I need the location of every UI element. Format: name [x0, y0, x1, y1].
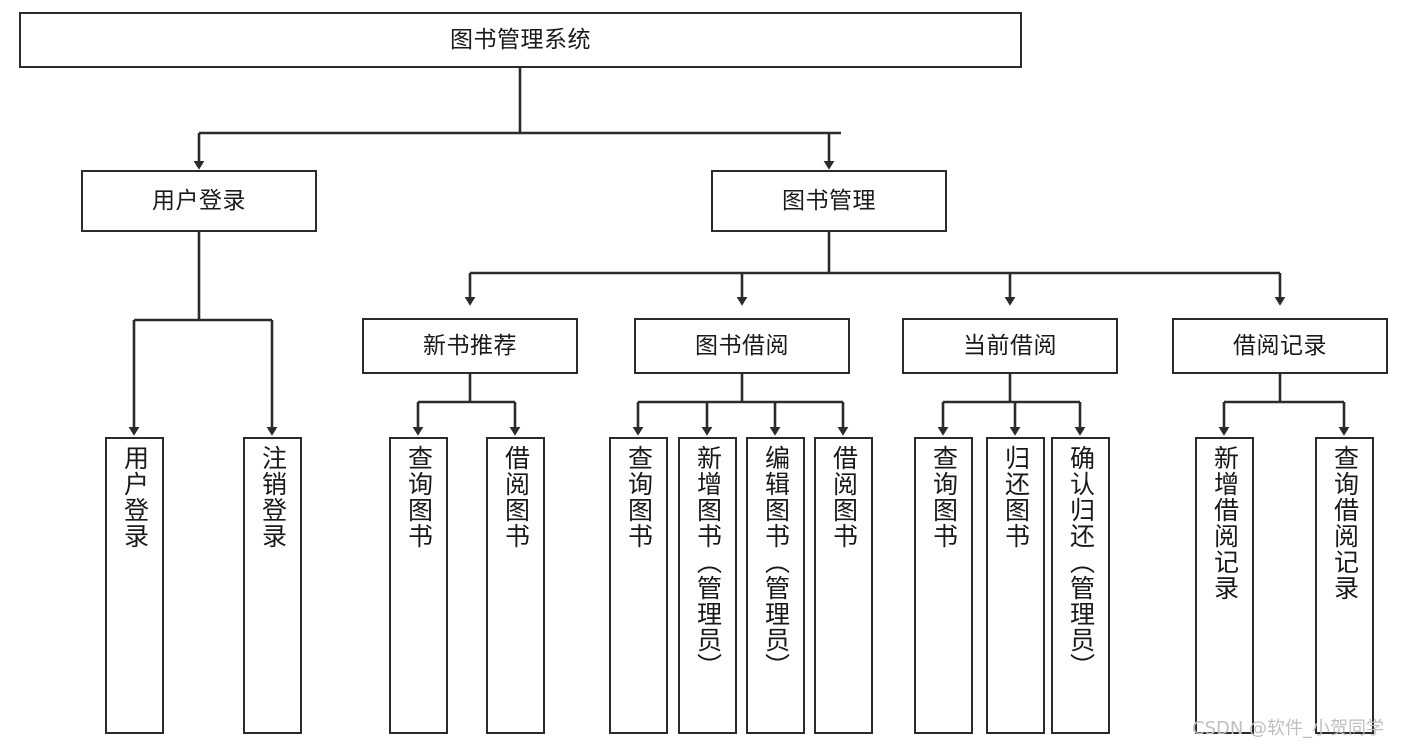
node-label: 用户登录 [120, 445, 150, 549]
node-current-borrowing[interactable]: 当前借阅 [902, 318, 1118, 374]
node-book-borrowing[interactable]: 图书借阅 [634, 318, 850, 374]
node-book-management[interactable]: 图书管理 [711, 170, 947, 232]
node-label: 图书管理 [782, 187, 876, 214]
node-label: 图书借阅 [695, 332, 789, 359]
node-label: 新书推荐 [423, 332, 517, 359]
node-new-book-recommendation[interactable]: 新书推荐 [362, 318, 578, 374]
leaf-current-borrow-return-books[interactable]: 归还图书 [986, 437, 1045, 734]
watermark-text: CSDN @软件_小贺同学 [1192, 718, 1385, 739]
node-label: 查询借阅记录 [1330, 445, 1360, 601]
node-label: 借阅图书 [829, 445, 859, 549]
node-label: 当前借阅 [963, 332, 1057, 359]
node-borrowing-record[interactable]: 借阅记录 [1172, 318, 1388, 374]
node-label: 注销登录 [258, 445, 288, 549]
leaf-book-borrow-query-books[interactable]: 查询图书 [609, 437, 668, 734]
leaf-new-book-query-books[interactable]: 查询图书 [389, 437, 448, 734]
leaf-borrow-record-add-record[interactable]: 新增借阅记录 [1195, 437, 1254, 734]
node-label: 确认归还（管理员） [1066, 445, 1096, 679]
leaf-book-borrow-add-book-admin[interactable]: 新增图书（管理员） [678, 437, 737, 734]
node-user-login[interactable]: 用户登录 [81, 170, 317, 232]
node-label: 借阅图书 [501, 445, 531, 549]
node-label: 查询图书 [624, 445, 654, 549]
node-label: 查询图书 [404, 445, 434, 549]
node-label: 图书管理系统 [450, 26, 591, 53]
leaf-user-login-logout[interactable]: 注销登录 [243, 437, 302, 734]
leaf-borrow-record-query-record[interactable]: 查询借阅记录 [1315, 437, 1374, 734]
node-root-book-management-system[interactable]: 图书管理系统 [19, 12, 1022, 68]
leaf-current-borrow-query-books[interactable]: 查询图书 [914, 437, 973, 734]
node-label: 新增借阅记录 [1210, 445, 1240, 601]
leaf-user-login-login[interactable]: 用户登录 [105, 437, 164, 734]
leaf-book-borrow-borrow-books[interactable]: 借阅图书 [814, 437, 873, 734]
node-label: 新增图书（管理员） [693, 445, 723, 679]
node-label: 归还图书 [1001, 445, 1031, 549]
leaf-new-book-borrow-books[interactable]: 借阅图书 [486, 437, 545, 734]
leaf-current-borrow-confirm-return-admin[interactable]: 确认归还（管理员） [1051, 437, 1110, 734]
leaf-book-borrow-edit-book-admin[interactable]: 编辑图书（管理员） [746, 437, 805, 734]
node-label: 用户登录 [152, 187, 246, 214]
node-label: 编辑图书（管理员） [761, 445, 791, 679]
node-label: 借阅记录 [1233, 332, 1327, 359]
node-label: 查询图书 [929, 445, 959, 549]
